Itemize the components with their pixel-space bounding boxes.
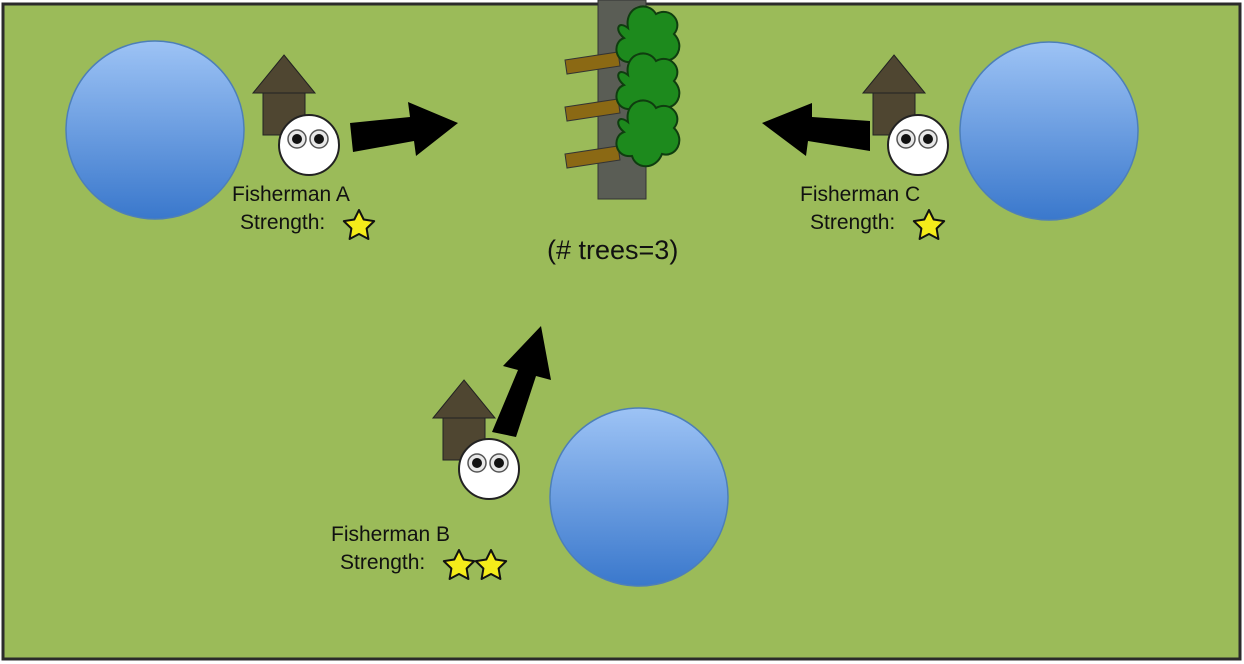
tree-2-icon [564, 52, 681, 122]
fisherman-b-face-icon [458, 438, 520, 500]
pond-c [959, 41, 1139, 221]
fisherman-a-name: Fisherman A [232, 183, 350, 206]
arrow-c-left-icon [762, 103, 870, 156]
fisherman-c-face-icon [887, 114, 949, 176]
pond-a [65, 40, 245, 220]
fisherman-a-strength-label: Strength: [240, 211, 326, 234]
arrow-b-up-icon [492, 326, 551, 437]
tree-3-icon [564, 99, 681, 169]
fisherman-a-face-icon [278, 114, 340, 176]
fisherman-b-name: Fisherman B [331, 523, 451, 546]
pond-b [549, 407, 729, 587]
forest [564, 0, 681, 200]
fisherman-c-strength-label: Strength: [810, 211, 896, 234]
tree-count-label: (# trees=3) [547, 235, 679, 265]
fisherman-c-name: Fisherman C [800, 183, 921, 206]
arrow-a-right-icon [350, 102, 458, 156]
fisherman-b-strength-label: Strength: [340, 551, 426, 574]
